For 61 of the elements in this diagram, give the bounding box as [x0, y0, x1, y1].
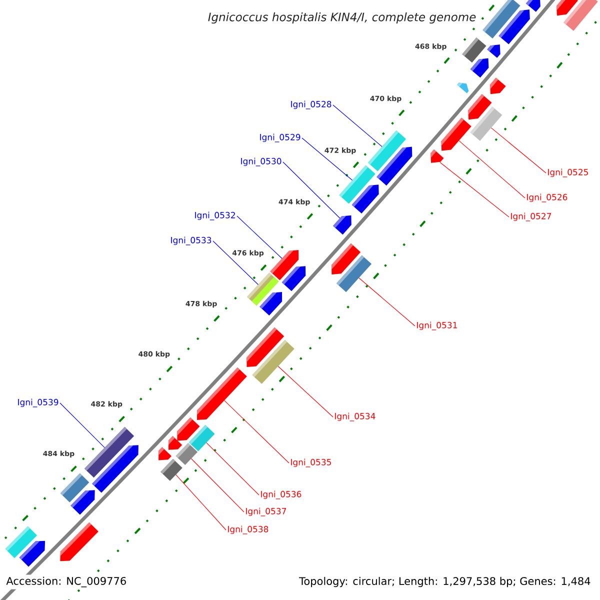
- gene-block: [168, 436, 182, 450]
- gene-block: [158, 447, 172, 460]
- gene-label: Igni_0530: [241, 158, 282, 166]
- gene-block: [160, 458, 182, 481]
- leader-line: [440, 162, 510, 218]
- gene-block: [177, 417, 200, 441]
- gene-block: [92, 445, 138, 493]
- leader-line: [224, 400, 290, 464]
- gene-label: Igni_0533: [171, 236, 212, 246]
- gene-label: Igni_0535: [291, 458, 331, 468]
- gene-block: [333, 215, 352, 235]
- gene-block: [470, 58, 489, 78]
- gene-block: [197, 367, 247, 420]
- gene-block: [246, 327, 284, 367]
- gene-block: [260, 292, 282, 316]
- leader-line: [282, 162, 340, 219]
- gene-label: Igni_0534: [335, 412, 376, 422]
- gene-label: Igni_0529: [260, 134, 300, 142]
- leader-line: [236, 216, 282, 259]
- leader-line: [458, 140, 526, 198]
- gene-label: Igni_0537: [246, 508, 286, 516]
- leader-line: [212, 240, 258, 285]
- gene-label: Igni_0526: [527, 194, 568, 202]
- gene-block: [376, 146, 412, 186]
- gene-label: Igni_0532: [195, 212, 235, 220]
- leader-line: [302, 138, 353, 181]
- gene-block: [70, 490, 95, 515]
- gene-block: [487, 44, 500, 58]
- gene-block: [498, 10, 530, 44]
- leader-line: [490, 128, 546, 174]
- gene-block: [556, 0, 578, 16]
- gene-block: [490, 78, 506, 94]
- gene-block: [352, 184, 379, 214]
- leader-line: [60, 402, 105, 448]
- gene-block: [332, 243, 361, 274]
- gene-label: Igni_0531: [417, 322, 457, 330]
- leader-line: [278, 366, 334, 418]
- leader-line: [190, 458, 244, 512]
- leader-line: [332, 104, 382, 147]
- gene-label: Igni_0538: [228, 526, 268, 534]
- gene-label: Igni_0527: [511, 212, 552, 222]
- gene-block: [441, 118, 472, 151]
- genome-info-text: Topology: circular; Length: 1,297,538 bp; Genes: 1,484: [297, 574, 593, 590]
- gene-label: Igni_0539: [18, 398, 58, 408]
- gene-label: Igni_0525: [548, 168, 588, 178]
- gene-label: Igni_0536: [261, 490, 302, 500]
- gene-block: [457, 82, 469, 94]
- gene-block: [430, 150, 444, 163]
- gene-block: [564, 0, 598, 31]
- gene-block: [468, 94, 492, 120]
- accession-text: Accession: NC_009776: [4, 574, 129, 590]
- gene-block: [19, 540, 46, 567]
- gene-block: [282, 266, 306, 292]
- gene-block: [60, 522, 98, 562]
- gene-label: Igni_0528: [291, 100, 332, 110]
- gene-block: [462, 37, 486, 63]
- leader-line: [176, 474, 226, 530]
- title: Ignicoccus hospitalis KIN4/I, complete genome: [208, 12, 476, 24]
- gene-block: [526, 0, 540, 12]
- leader-line: [358, 278, 416, 326]
- leader-line: [206, 442, 260, 496]
